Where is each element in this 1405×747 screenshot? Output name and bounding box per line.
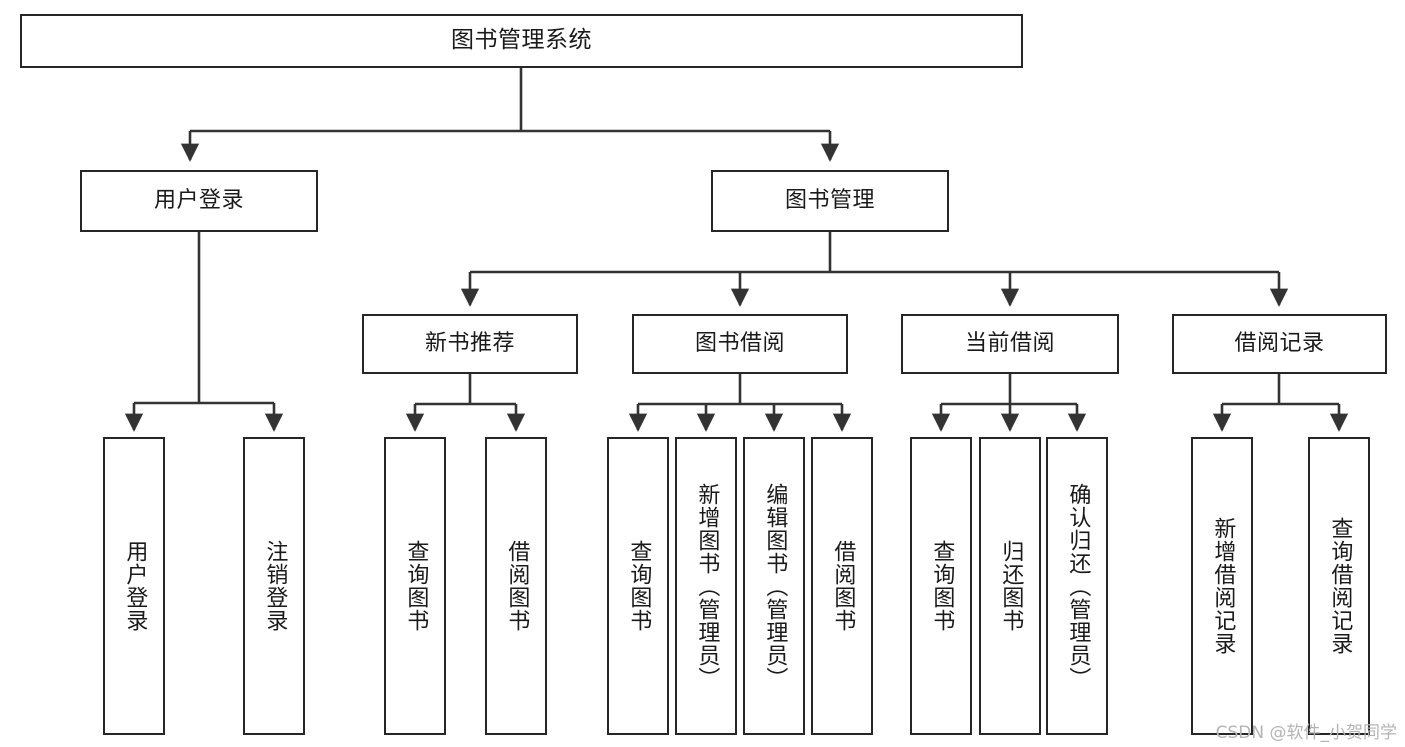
leaf-user-login-label: 用户登录: [122, 540, 148, 632]
leaf-add-record-label: 新增借阅记录: [1210, 517, 1236, 655]
leaf-user-login[interactable]: 用户登录: [103, 437, 165, 735]
leaf-query-record[interactable]: 查询借阅记录: [1308, 437, 1370, 735]
leaf-query-book-3-label: 查询图书: [929, 540, 955, 632]
node-new-book-recommend-label: 新书推荐: [424, 330, 515, 356]
node-root-system[interactable]: 图书管理系统: [20, 14, 1023, 68]
leaf-return-book-label: 归还图书: [998, 540, 1024, 632]
leaf-logout-login-label: 注销登录: [262, 540, 288, 632]
leaf-add-record[interactable]: 新增借阅记录: [1191, 437, 1253, 735]
leaf-edit-book-label: 编辑图书（管理员）: [762, 482, 788, 690]
node-current-borrow[interactable]: 当前借阅: [901, 314, 1119, 374]
leaf-query-book-3[interactable]: 查询图书: [910, 437, 972, 735]
node-new-book-recommend[interactable]: 新书推荐: [362, 314, 578, 374]
node-book-manage-label: 图书管理: [784, 187, 875, 213]
node-book-borrow[interactable]: 图书借阅: [632, 314, 848, 374]
leaf-confirm-return[interactable]: 确认归还（管理员）: [1046, 437, 1108, 735]
node-current-borrow-label: 当前借阅: [964, 330, 1055, 356]
leaf-edit-book[interactable]: 编辑图书（管理员）: [743, 437, 805, 735]
leaf-logout-login[interactable]: 注销登录: [243, 437, 305, 735]
node-root-system-label: 图书管理系统: [451, 27, 592, 54]
leaf-query-record-label: 查询借阅记录: [1327, 517, 1353, 655]
leaf-query-book-2-label: 查询图书: [626, 540, 652, 632]
node-user-login[interactable]: 用户登录: [80, 170, 318, 232]
leaf-query-book-1[interactable]: 查询图书: [384, 437, 446, 735]
node-book-borrow-label: 图书借阅: [694, 330, 785, 356]
node-borrow-record-label: 借阅记录: [1234, 330, 1325, 356]
leaf-query-book-2[interactable]: 查询图书: [607, 437, 669, 735]
leaf-return-book[interactable]: 归还图书: [979, 437, 1041, 735]
leaf-add-book-label: 新增图书（管理员）: [694, 482, 720, 690]
leaf-query-book-1-label: 查询图书: [403, 540, 429, 632]
node-user-login-label: 用户登录: [153, 187, 244, 213]
leaf-add-book[interactable]: 新增图书（管理员）: [675, 437, 737, 735]
leaf-borrow-book-1-label: 借阅图书: [504, 540, 530, 632]
node-borrow-record[interactable]: 借阅记录: [1172, 314, 1387, 374]
node-book-manage[interactable]: 图书管理: [711, 170, 949, 232]
leaf-borrow-book-2[interactable]: 借阅图书: [811, 437, 873, 735]
leaf-borrow-book-2-label: 借阅图书: [830, 540, 856, 632]
leaf-confirm-return-label: 确认归还（管理员）: [1065, 482, 1091, 690]
leaf-borrow-book-1[interactable]: 借阅图书: [485, 437, 547, 735]
